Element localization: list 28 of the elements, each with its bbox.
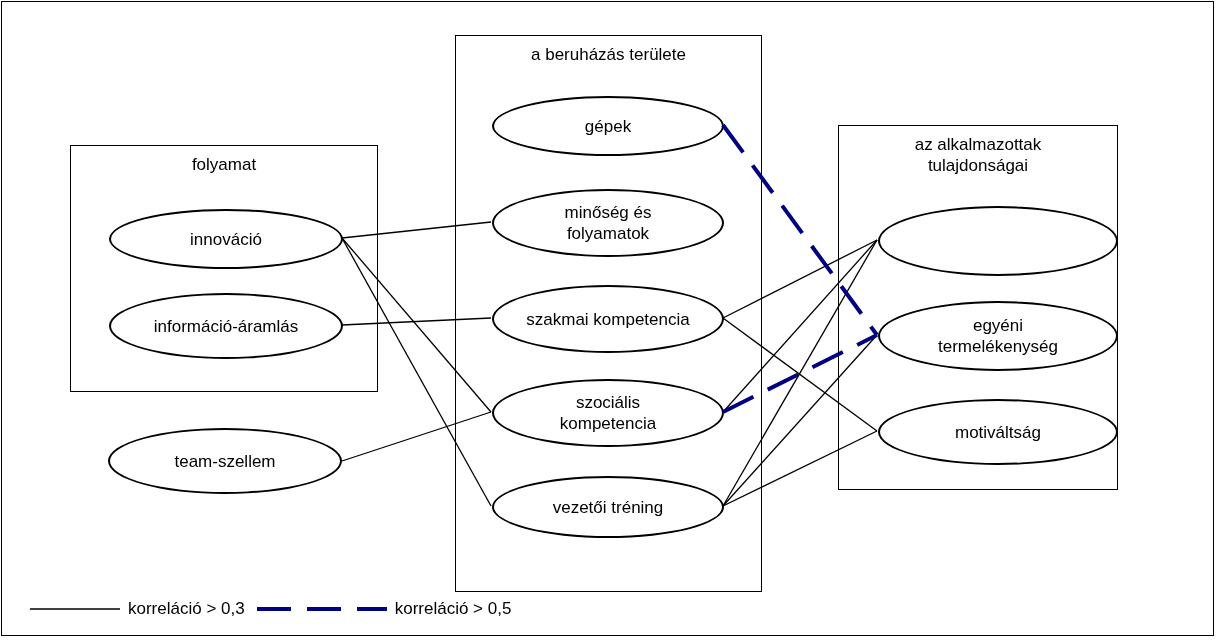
group-box (838, 125, 1118, 490)
node-label: gépek (583, 115, 633, 137)
connector-line (722, 430, 878, 507)
node-label: innováció (189, 228, 263, 250)
connector-line (341, 237, 492, 413)
group-title: folyamat (190, 154, 258, 175)
group-title: az alkalmazottak tulajdonságai (913, 134, 1043, 176)
node-label: egyéni termelékenység (937, 315, 1059, 357)
connector-line (722, 239, 878, 319)
connector-line (341, 221, 492, 239)
connector-line (722, 317, 878, 432)
legend-label: korreláció > 0,3 (128, 598, 245, 620)
node-label: minőség és folyamatok (563, 202, 653, 244)
node-label: információ-áramlás (152, 315, 300, 337)
group-box (455, 35, 762, 592)
node-label: team-szellem (173, 450, 277, 472)
node-label: vezetői tréning (551, 496, 665, 518)
node-label: szakmai kompetencia (525, 308, 691, 330)
dashed-connector (721, 123, 879, 337)
group-title: a beruházás területe (530, 44, 687, 65)
connector-line (341, 411, 492, 462)
connector-line (341, 317, 492, 326)
dashed-connector (722, 333, 878, 414)
legend-label: korreláció > 0,5 (394, 598, 512, 620)
group-box (70, 145, 378, 392)
node-label: szociális kompetencia (558, 392, 658, 434)
connector-line (341, 237, 492, 507)
node-label: motiváltság (954, 421, 1042, 443)
